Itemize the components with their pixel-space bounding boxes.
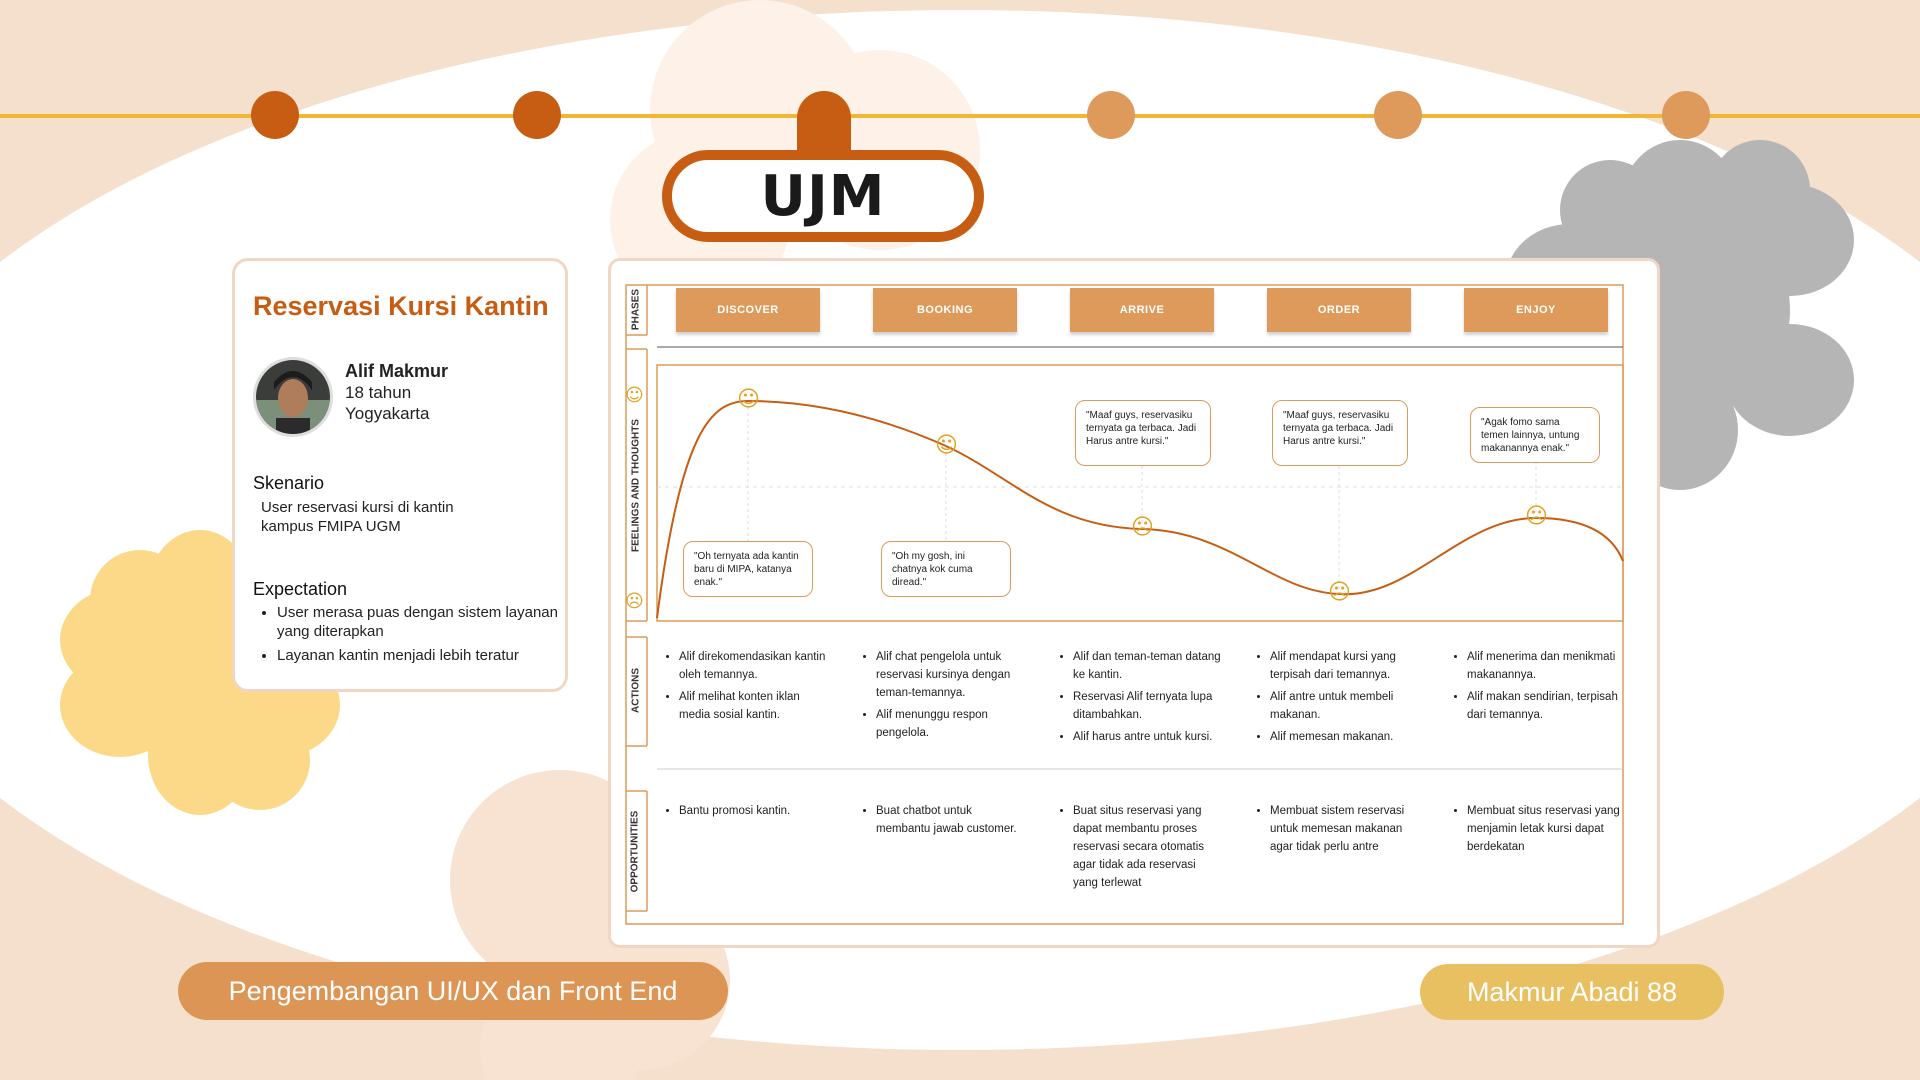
actions-discover: Alif direkomendasikan kantin oleh temann… [665, 648, 829, 728]
anxious-emoji: ☹ [1131, 515, 1154, 540]
thought-bubble-order: "Maaf guys, reservasiku ternyata ga terb… [1272, 400, 1408, 466]
smile-icon: ☺ [625, 385, 644, 406]
avatar [253, 357, 333, 437]
action-item: Alif harus antre untuk kursi. [1073, 728, 1228, 746]
expectation-list: User merasa puas dengan sistem layanan y… [253, 603, 567, 670]
expectation-item: Layanan kantin menjadi lebih teratur [277, 646, 567, 665]
opportunity-item: Membuat situs reservasi yang menjamin le… [1467, 802, 1622, 856]
action-item: Alif makan sendirian, terpisah dari tema… [1467, 688, 1622, 724]
persona-heading: Reservasi Kursi Kantin [253, 291, 549, 321]
title-badge: UJM [662, 150, 984, 242]
monocle-emoji: ☺ [935, 433, 958, 458]
row-label-actions: ACTIONS [630, 668, 642, 713]
actions-enjoy: Alif menerima dan menikmati makanannya. … [1453, 648, 1622, 728]
journey-map: PHASES FEELINGS AND THOUGHTS ACTIONS OPP… [608, 258, 1660, 948]
scenario-text: User reservasi kursi di kantin kampus FM… [261, 499, 454, 535]
action-item: Alif dan teman-teman datang ke kantin. [1073, 648, 1228, 684]
row-label-opportunities: OPPORTUNITIES [629, 810, 641, 893]
expectation-item: User merasa puas dengan sistem layanan y… [277, 603, 567, 641]
row-label-phases: PHASES [630, 288, 642, 331]
sad-tear-emoji: ☹ [1525, 504, 1548, 529]
thought-bubble-booking: "Oh my gosh, ini chatnya kok cuma diread… [881, 541, 1011, 597]
actions-order: Alif mendapat kursi yang terpisah dari t… [1256, 648, 1425, 750]
opportunities-discover: Bantu promosi kantin. [665, 802, 829, 824]
action-item: Alif memesan makanan. [1270, 728, 1425, 746]
action-item: Alif direkomendasikan kantin oleh temann… [679, 648, 829, 684]
opportunities-enjoy: Membuat situs reservasi yang menjamin le… [1453, 802, 1622, 860]
actions-booking: Alif chat pengelola untuk reservasi kurs… [862, 648, 1026, 746]
opportunity-item: Buat chatbot untuk membantu jawab custom… [876, 802, 1026, 838]
phase-booking: BOOKING [873, 288, 1017, 332]
page-title: UJM [760, 163, 886, 229]
course-label: Pengembangan UI/UX dan Front End [178, 962, 728, 1020]
action-item: Alif chat pengelola untuk reservasi kurs… [876, 648, 1026, 702]
expectation-title: Expectation [253, 579, 348, 599]
opportunity-item: Membuat sistem reservasi untuk memesan m… [1270, 802, 1425, 856]
phase-order: ORDER [1267, 288, 1411, 332]
persona-name: Alif Makmur [345, 361, 449, 381]
phase-discover: DISCOVER [676, 288, 820, 332]
thought-bubble-arrive: "Maaf guys, reservasiku ternyata ga terb… [1075, 400, 1211, 466]
persona-city: Yogyakarta [345, 404, 430, 423]
persona-card: Reservasi Kursi Kantin Alif Makmur 18 ta… [232, 258, 568, 692]
thought-bubble-enjoy: "Agak fomo sama temen lainnya, untung ma… [1470, 407, 1600, 463]
opportunities-arrive: Buat situs reservasi yang dapat membantu… [1059, 802, 1223, 896]
row-label-feelings: FEELINGS AND THOUGHTS [630, 419, 642, 552]
opportunity-item: Bantu promosi kantin. [679, 802, 829, 820]
action-item: Alif mendapat kursi yang terpisah dari t… [1270, 648, 1425, 684]
phase-arrive: ARRIVE [1070, 288, 1214, 332]
action-item: Reservasi Alif ternyata lupa ditambahkan… [1073, 688, 1228, 724]
opportunities-order: Membuat sistem reservasi untuk memesan m… [1256, 802, 1425, 860]
actions-arrive: Alif dan teman-teman datang ke kantin. R… [1059, 648, 1228, 750]
star-struck-emoji: ☺ [737, 387, 760, 412]
team-label: Makmur Abadi 88 [1420, 964, 1724, 1020]
thought-bubble-discover: "Oh ternyata ada kantin baru di MIPA, ka… [683, 541, 813, 597]
crying-emoji: ☹ [1328, 580, 1351, 605]
action-item: Alif antre untuk membeli makanan. [1270, 688, 1425, 724]
opportunities-booking: Buat chatbot untuk membantu jawab custom… [862, 802, 1026, 842]
action-item: Alif menerima dan menikmati makanannya. [1467, 648, 1622, 684]
persona-age: 18 tahun [345, 383, 412, 402]
action-item: Alif menunggu respon pengelola. [876, 706, 1026, 742]
scenario-title: Skenario [253, 473, 325, 493]
journey-grid [625, 284, 1624, 925]
opportunity-item: Buat situs reservasi yang dapat membantu… [1073, 802, 1223, 892]
frown-icon: ☹ [625, 591, 644, 612]
action-item: Alif melihat konten iklan media sosial k… [679, 688, 829, 724]
phase-enjoy: ENJOY [1464, 288, 1608, 332]
